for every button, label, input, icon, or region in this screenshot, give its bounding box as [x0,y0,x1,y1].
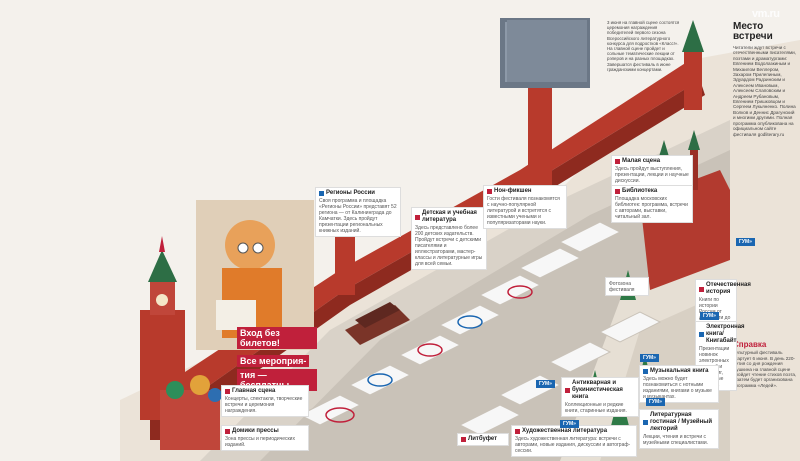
square-marker-icon [615,159,620,164]
venue-fotozona-title: Фотозона фестиваля [609,281,635,293]
banner-line-1: Вход без билетов! [237,327,317,349]
venue-antique: Антикварная и букинистическая книга Колл… [562,378,638,416]
venue-antique-title: Антикварная и букинистическая книга [572,380,623,400]
square-marker-icon [699,332,704,337]
meeting-text: Читатели ждут встречи с отечественными п… [733,45,797,137]
venue-art-lit: Художественная литература Здесь художест… [512,426,636,456]
venue-history-title: Отечественная история [706,282,751,295]
gum-label: ГУМ» [700,312,719,320]
square-marker-icon [461,437,466,442]
venue-regions-title: Регионы России [326,190,375,196]
venue-main-stage-text: Концерты, спектакли, творческие встречи … [225,396,303,414]
venue-ebook-title: Электронная книга/ Книгабайт [706,324,745,344]
venue-fotozona: Фотозона фестиваля [606,278,648,295]
square-marker-icon [699,286,704,292]
venue-litbuffet: Литбуфет [458,434,508,445]
gum-label: ГУМ» [640,354,659,362]
gum-label: ГУМ» [646,398,665,406]
square-marker-icon [515,429,520,434]
venue-main-stage-title: Главная сцена [232,388,276,394]
venue-nonfiction-title: Нон-фикшен [494,188,532,194]
venue-litbuffet-title: Литбуфет [468,436,498,442]
gum-label: ГУМ» [736,238,755,246]
watermark-logo: vm.ru [752,8,780,20]
reference-column: Справка Культурный фестиваль стартует 6 … [733,340,797,388]
intro-text: 3 июня на главной сцене состоятся церемо… [607,20,680,72]
venue-main-stage: Главная сцена Концерты, спектакли, творч… [222,386,308,416]
venue-children-title: Детская и учебная литература [422,210,477,223]
square-marker-icon [615,189,620,194]
venue-lit-rooms-title: Литературная гостиная / Музейный лектори… [650,412,713,432]
meeting-column: Место встречи Читатели ждут встречи с от… [733,22,797,137]
venue-music-title: Музыкальная книга [650,368,709,374]
banner-line-3: тия — бесплатны [237,369,317,391]
venue-small-stage-text: Здесь пройдут выступления, презентации, … [615,166,689,184]
venue-music: Музыкальная книга Здесь можно будет позн… [640,366,718,402]
venue-antique-text: Коллекционные и редкие книги, старинные … [565,402,627,414]
square-marker-icon [565,388,570,393]
banner-line-2: Все мероприя- [237,355,310,367]
venue-regions-text: Своя программа и площадка «Регионы Росси… [319,198,397,234]
venue-nonfiction-text: Гости фестиваля познакомятся с научно-по… [487,196,560,226]
venue-children-text: Здесь представлено более 200 детских изд… [415,225,483,267]
venue-small-stage-title: Малая сцена [622,158,661,164]
square-marker-icon [487,189,492,194]
venue-library-title: Библиотека [622,188,658,194]
square-marker-icon [643,420,648,425]
free-entry-banner: Вход без билетов! Все мероприя- тия — бе… [237,327,317,393]
venue-art-lit-title: Художественная литература [522,428,608,434]
venue-music-text: Здесь можно будет познакомиться с нотным… [643,376,712,400]
square-marker-icon [643,369,648,374]
meeting-title: Место встречи [733,21,773,42]
square-marker-icon [415,214,420,220]
venue-children: Детская и учебная литература Здесь предс… [412,208,486,269]
venue-press-title: Домики прессы [232,428,279,434]
venue-press-text: Зона прессы и периодических изданий. [225,436,295,448]
venue-library-text: Площадка московских библиотек: программа… [615,196,688,220]
square-marker-icon [319,191,324,196]
reference-title: Справка [733,340,767,349]
venue-art-lit-text: Здесь художественная литература: встречи… [515,436,631,454]
square-marker-icon [225,429,230,434]
venue-library: Библиотека Площадка московских библиотек… [612,186,692,222]
venue-press: Домики прессы Зона прессы и периодически… [222,426,308,450]
gum-label: ГУМ» [536,380,555,388]
venue-nonfiction: Нон-фикшен Гости фестиваля познакомятся … [484,186,566,228]
venue-lit-rooms-text: Лекции, чтения и встречи с музейными спе… [643,434,709,446]
venue-small-stage: Малая сцена Здесь пройдут выступления, п… [612,156,692,186]
venue-lit-rooms: Литературная гостиная / Музейный лектори… [640,410,718,448]
reference-text: Культурный фестиваль стартует 6 июня. В … [733,350,797,388]
gum-label: ГУМ» [560,420,579,428]
venue-regions: Регионы России Своя программа и площадка… [316,188,400,236]
square-marker-icon [225,389,230,394]
